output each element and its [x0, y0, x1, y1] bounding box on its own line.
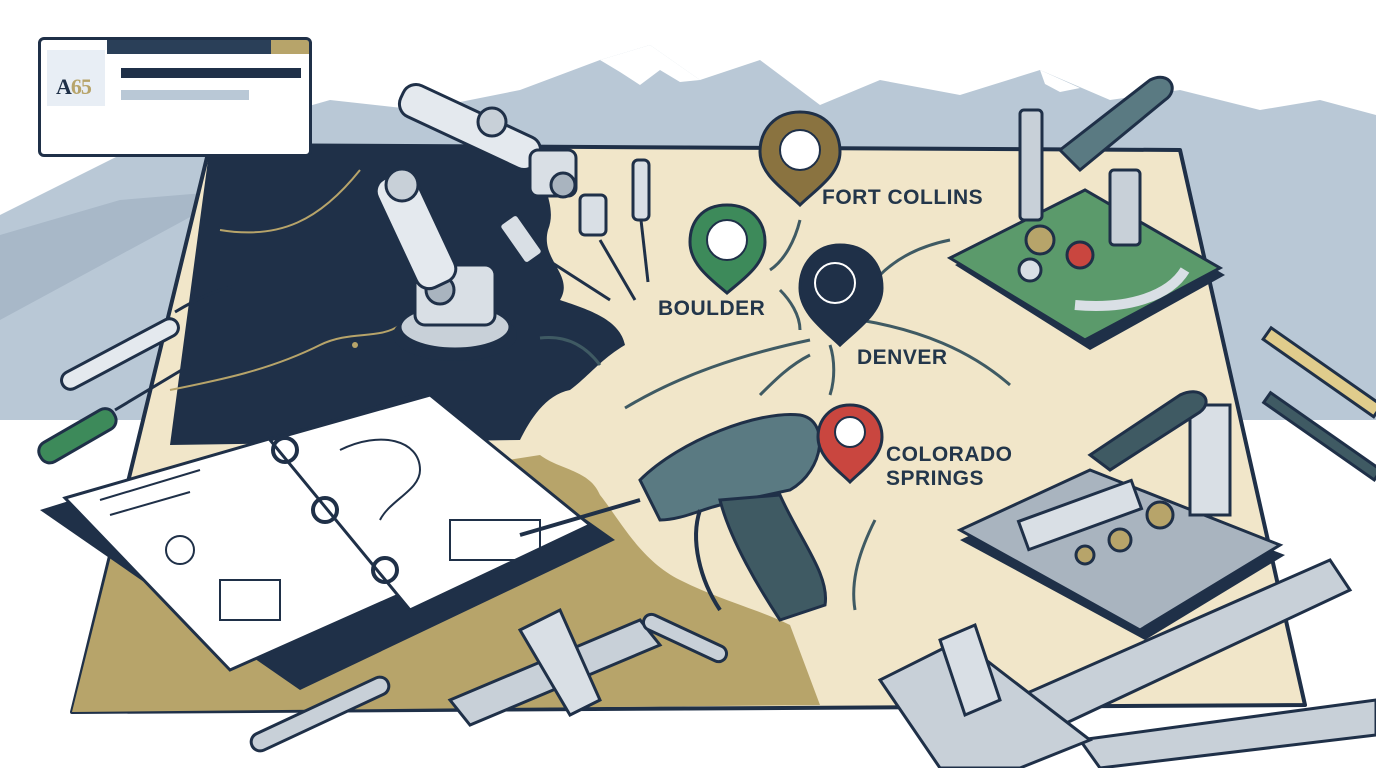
logo-card: A65 [38, 37, 312, 157]
logo-letter: A [56, 74, 72, 99]
robot-arm-icon [374, 83, 578, 361]
logo-bar-primary [121, 68, 301, 78]
screwdriver-icon [37, 285, 233, 465]
ruler-icon [997, 558, 1376, 768]
tool-bits [498, 158, 651, 302]
circuit-board-icon [946, 76, 1225, 350]
logo-digits: 65 [70, 74, 92, 99]
logo-text: A65 [56, 74, 92, 100]
label-denver: DENVER [857, 346, 948, 369]
logo-stripe-accent [271, 40, 309, 54]
map-pin-icon [688, 110, 884, 485]
route-arrows [539, 219, 1011, 611]
pencil-icon [1261, 325, 1376, 483]
wrench-icon [249, 612, 729, 753]
label-colorado-springs-line1: COLORADO [886, 443, 1013, 466]
caliper-icon [447, 607, 1094, 768]
label-colorado-springs-line2: SPRINGS [886, 467, 984, 490]
blueprint-icon [40, 393, 615, 690]
label-boulder: BOULDER [658, 297, 765, 320]
label-fort-collins: FORT COLLINS [822, 186, 983, 209]
press-machine-icon [956, 390, 1285, 640]
logo-mark: A65 [47, 50, 105, 106]
logo-bar-secondary [121, 90, 249, 100]
logo-stripe [107, 40, 309, 54]
